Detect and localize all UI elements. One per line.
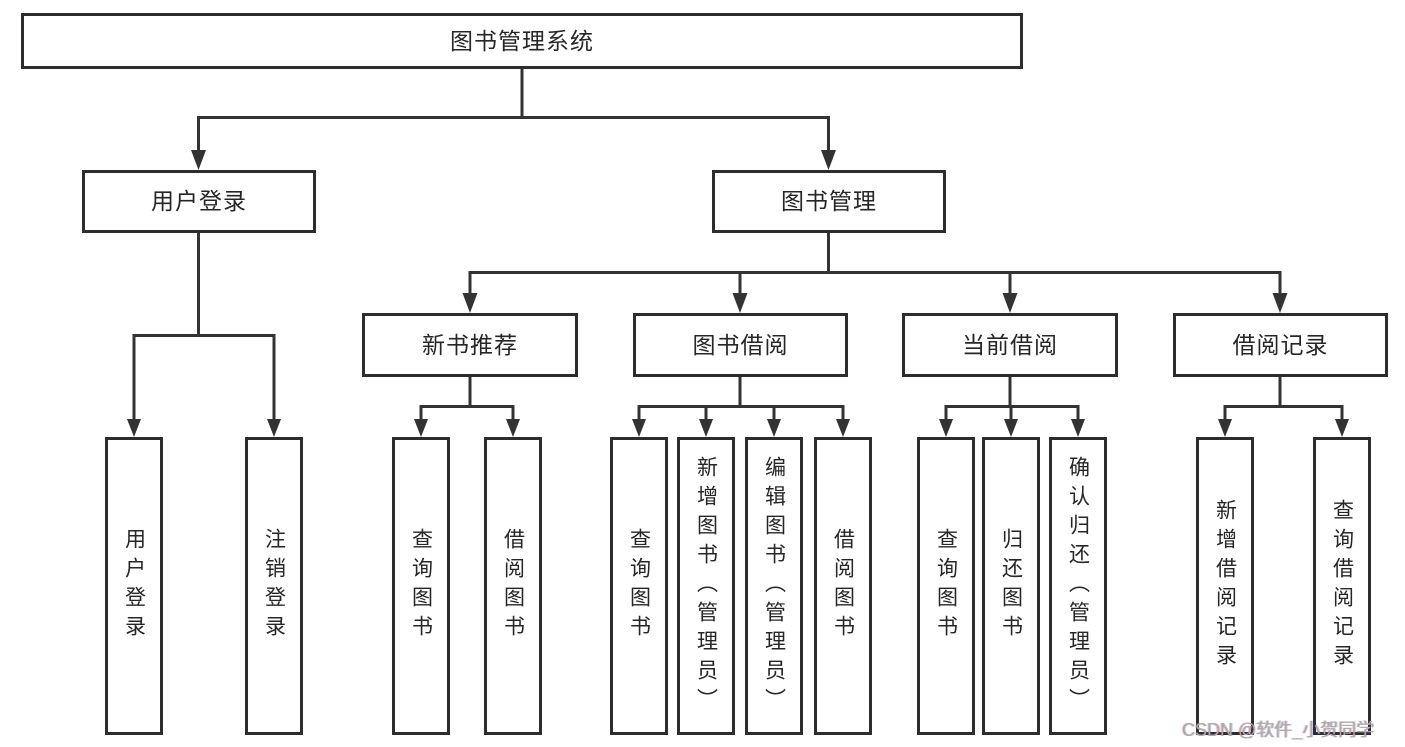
leaf-logout: 注销登录: [245, 437, 303, 735]
node-user-login: 用户登录: [82, 170, 316, 233]
arrow-down-icon: [267, 419, 281, 437]
node-book-management: 图书管理: [712, 170, 946, 233]
leaf-borrow-books-recommend-label: 借阅图书: [501, 528, 525, 644]
node-book-management-label: 图书管理: [781, 188, 877, 214]
leaf-query-borrow-record-label: 查询借阅记录: [1330, 499, 1354, 673]
arrow-down-icon: [821, 150, 836, 170]
node-root-label: 图书管理系统: [450, 27, 594, 54]
leaf-user-login-label: 用户登录: [122, 528, 146, 644]
leaf-add-books-admin-label: 新增图书（管理员）: [694, 455, 718, 717]
arrow-down-icon: [939, 419, 953, 437]
node-user-login-label: 用户登录: [151, 188, 247, 214]
connector-modules-to-leaves: [419, 377, 1344, 421]
node-root: 图书管理系统: [21, 13, 1023, 69]
leaf-edit-books-admin-label: 编辑图书（管理员）: [762, 455, 786, 717]
leaf-borrow-books: 借阅图书: [814, 437, 872, 735]
leaf-add-books-admin: 新增图书（管理员）: [677, 437, 735, 735]
leaf-return-books: 归还图书: [982, 437, 1040, 735]
leaf-borrow-books-label: 借阅图书: [831, 528, 855, 644]
node-book-borrow-label: 图书借阅: [692, 331, 789, 358]
leaf-query-borrow-record: 查询借阅记录: [1313, 437, 1371, 735]
leaf-add-borrow-record-label: 新增借阅记录: [1213, 499, 1237, 673]
leaf-query-books-current-label: 查询图书: [934, 528, 958, 644]
node-borrow-records-label: 借阅记录: [1232, 331, 1329, 358]
arrow-down-icon: [1335, 419, 1349, 437]
leaf-edit-books-admin: 编辑图书（管理员）: [745, 437, 803, 735]
node-current-borrow: 当前借阅: [902, 313, 1118, 377]
arrow-down-icon: [191, 150, 206, 170]
csdn-watermark: CSDN @软件_小贺同学: [1182, 720, 1375, 740]
connector-root-to-level2: [197, 69, 830, 152]
arrow-down-icon: [414, 419, 428, 437]
arrow-down-icon: [732, 293, 748, 313]
arrow-down-icon: [1272, 293, 1288, 313]
arrow-down-icon: [1002, 293, 1018, 313]
node-borrow-records: 借阅记录: [1173, 313, 1388, 377]
leaf-borrow-books-recommend: 借阅图书: [484, 437, 542, 735]
leaf-query-books-current: 查询图书: [917, 437, 975, 735]
connector-bookmgmt-to-modules: [468, 233, 1282, 296]
connector-lines: [132, 69, 1344, 421]
leaf-confirm-return-admin-label: 确认归还（管理员）: [1066, 455, 1090, 717]
arrowhead-icons: [127, 150, 1349, 437]
node-new-book-recommend-label: 新书推荐: [422, 331, 518, 358]
arrow-down-icon: [1071, 419, 1085, 437]
leaf-logout-label: 注销登录: [262, 528, 286, 644]
arrow-down-icon: [127, 419, 141, 437]
arrow-down-icon: [462, 293, 478, 313]
arrow-down-icon: [836, 419, 850, 437]
arrow-down-icon: [632, 419, 646, 437]
arrow-down-icon: [767, 419, 781, 437]
arrow-down-icon: [699, 419, 713, 437]
arrow-down-icon: [1004, 419, 1018, 437]
leaf-query-books-borrow-label: 查询图书: [627, 528, 651, 644]
arrow-down-icon: [1218, 419, 1232, 437]
leaf-confirm-return-admin: 确认归还（管理员）: [1049, 437, 1107, 735]
node-book-borrow: 图书借阅: [633, 313, 848, 377]
leaf-user-login: 用户登录: [105, 437, 163, 735]
node-current-borrow-label: 当前借阅: [962, 331, 1058, 358]
leaf-query-books-recommend-label: 查询图书: [409, 528, 433, 644]
node-new-book-recommend: 新书推荐: [362, 313, 578, 377]
connector-userlogin-to-leaves: [132, 233, 276, 421]
leaf-query-books-borrow: 查询图书: [610, 437, 668, 735]
leaf-add-borrow-record: 新增借阅记录: [1196, 437, 1254, 735]
leaf-query-books-recommend: 查询图书: [392, 437, 450, 735]
arrow-down-icon: [506, 419, 520, 437]
leaf-return-books-label: 归还图书: [999, 528, 1023, 644]
